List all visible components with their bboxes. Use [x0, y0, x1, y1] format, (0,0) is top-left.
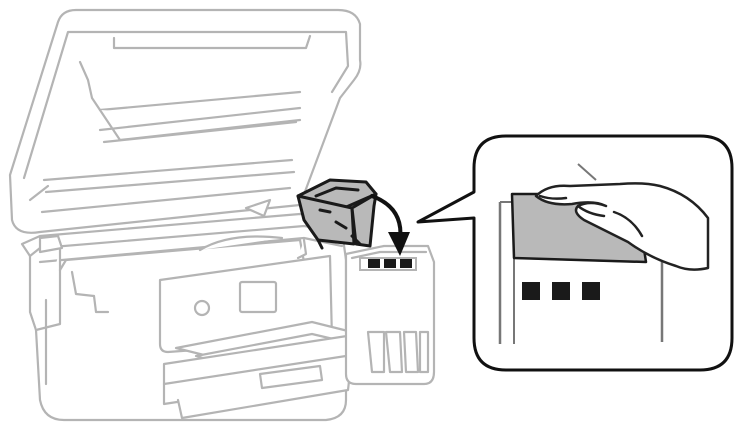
ink-port-3 [400, 258, 412, 268]
ink-tank-unit [344, 244, 436, 386]
hand-icon [534, 182, 710, 271]
ink-tank-ports [359, 257, 417, 271]
scanner-lid [8, 8, 362, 234]
zoom-callout-icon [416, 134, 734, 372]
paper-tray [162, 320, 374, 420]
ink-tank-cap-icon [296, 178, 378, 250]
zoom-ink-port-1 [522, 282, 540, 300]
zoom-detail [498, 163, 710, 344]
printer-icon [8, 8, 436, 422]
ink-port-1 [368, 258, 380, 268]
zoom-ink-port-2 [552, 282, 570, 300]
ink-port-2 [384, 258, 396, 268]
curved-arrow-down-icon [370, 194, 410, 256]
zoom-ink-port-3 [582, 282, 600, 300]
